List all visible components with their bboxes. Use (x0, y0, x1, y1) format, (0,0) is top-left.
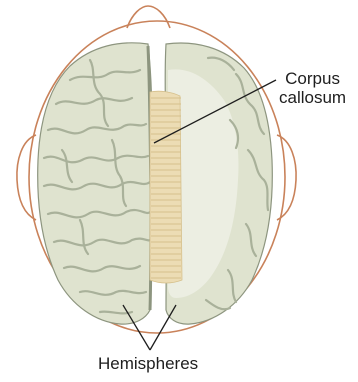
hemisphere-right-leader (150, 305, 176, 350)
right-ear (277, 135, 296, 220)
nose (127, 6, 170, 28)
corpus-callosum-label: Corpus callosum (279, 69, 346, 107)
left-hemisphere (38, 43, 152, 324)
corpus-callosum-label-line1: Corpus (279, 69, 346, 88)
left-ear (17, 135, 36, 220)
corpus-callosum (150, 91, 182, 283)
corpus-callosum-label-line2: callosum (279, 88, 346, 107)
hemispheres-label: Hemispheres (98, 354, 198, 373)
